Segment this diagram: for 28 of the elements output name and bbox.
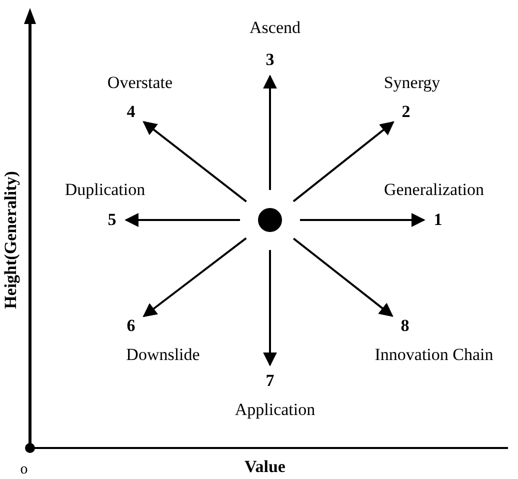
direction-number: 4	[123, 102, 139, 122]
axis-title: Value	[244, 457, 286, 477]
direction-label: Downslide	[126, 345, 200, 365]
direction-number: 1	[430, 210, 446, 230]
arrow	[263, 74, 277, 190]
axis-title: Height(Generality)	[1, 171, 21, 309]
origin-label: o	[20, 462, 28, 478]
direction-label: Synergy	[384, 73, 440, 93]
direction-number: 7	[262, 371, 278, 391]
direction-label: Generalization	[384, 180, 484, 200]
direction-number: 8	[397, 316, 413, 336]
arrow	[292, 238, 394, 317]
arrow	[300, 213, 426, 227]
direction-number: 6	[123, 316, 139, 336]
arrow	[142, 121, 247, 202]
direction-label: Ascend	[250, 18, 300, 38]
direction-label: Duplication	[64, 180, 146, 200]
arrow	[263, 250, 277, 366]
arrow	[292, 121, 394, 202]
direction-label: Innovation Chain	[374, 345, 494, 365]
direction-label: Overstate	[107, 73, 173, 93]
arrow	[124, 213, 240, 227]
arrow	[142, 237, 247, 318]
direction-label: Application	[234, 400, 316, 420]
direction-number: 2	[398, 102, 414, 122]
center-dot	[258, 208, 282, 232]
direction-number: 3	[262, 50, 278, 70]
direction-number: 5	[104, 210, 120, 230]
